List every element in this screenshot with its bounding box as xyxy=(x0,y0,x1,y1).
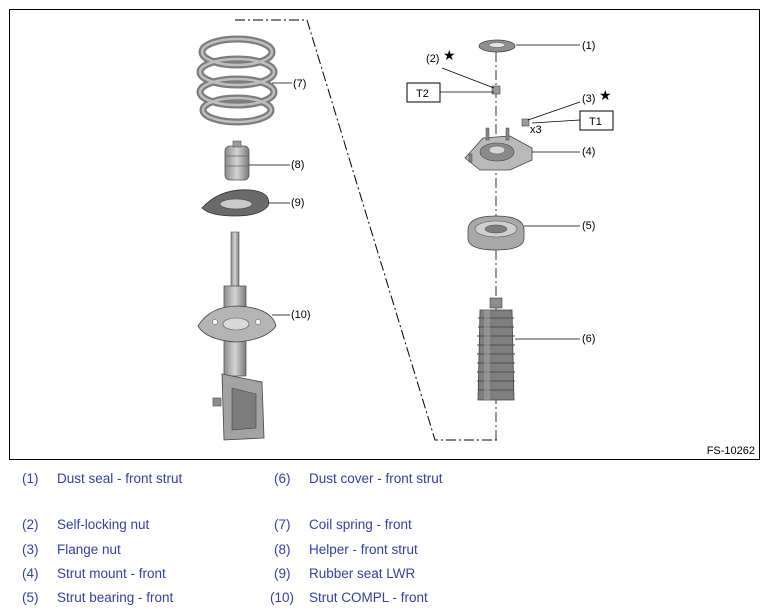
diagram-canvas: (7) (8) (9) (10) xyxy=(196,19,614,441)
legend-item-number: (4) xyxy=(22,566,39,581)
legend-item-number: (5) xyxy=(22,590,39,605)
strut-bearing xyxy=(467,215,525,251)
callout-7: (7) xyxy=(293,78,306,90)
legend-item-number: (2) xyxy=(22,517,39,532)
callout-2: (2) xyxy=(426,53,439,65)
exploded-diagram: (7) (8) (9) (10) xyxy=(9,9,760,460)
torque-box-t2 xyxy=(406,82,441,103)
legend-item-number: (7) xyxy=(274,517,291,532)
self-locking-nut xyxy=(491,85,501,95)
legend-item-label: Strut bearing - front xyxy=(57,590,174,605)
legend-item-label: Strut COMPL - front xyxy=(309,590,428,605)
callout-9: (9) xyxy=(291,197,304,209)
dust-seal xyxy=(478,39,516,53)
callout-10: (10) xyxy=(291,309,311,321)
legend-item-number: (9) xyxy=(274,566,291,581)
legend-item-number: (10) xyxy=(270,590,295,605)
strut-mount xyxy=(464,127,533,171)
torque-label-t1: T1 xyxy=(589,116,602,128)
callout-1: (1) xyxy=(582,40,595,52)
flange-nut xyxy=(521,118,530,127)
callout-3: (3) xyxy=(582,93,595,105)
legend-item-number: (3) xyxy=(22,542,39,557)
quantity-label: x3 xyxy=(530,124,542,136)
torque-box-t1 xyxy=(579,110,614,131)
leader-line-3 xyxy=(527,101,581,121)
legend-item-number: (8) xyxy=(274,542,291,557)
helper-bumper xyxy=(224,140,250,181)
legend-item-label: Helper - front strut xyxy=(309,542,418,557)
legend-item-label: Dust seal - front strut xyxy=(57,471,183,486)
rubber-seat xyxy=(201,189,269,217)
figure-id: FS-10262 xyxy=(706,445,755,457)
legend-item-label: Rubber seat LWR xyxy=(309,566,416,581)
legend-item-label: Coil spring - front xyxy=(309,517,412,532)
callout-6: (6) xyxy=(582,333,595,345)
legend-item-label: Dust cover - front strut xyxy=(309,471,443,486)
legend-item-number: (6) xyxy=(274,471,291,486)
callout-8: (8) xyxy=(291,159,304,171)
leader-line-2 xyxy=(441,67,495,89)
callout-4: (4) xyxy=(582,146,595,158)
legend-item-label: Self-locking nut xyxy=(57,517,150,532)
callout-5: (5) xyxy=(582,220,595,232)
star-icon-2: ★ xyxy=(443,48,456,64)
assembly-bracket-line xyxy=(235,19,498,441)
legend-item-number: (1) xyxy=(22,471,39,486)
torque-label-t2: T2 xyxy=(416,88,429,100)
legend-item-label: Strut mount - front xyxy=(57,566,166,581)
legend-item-label: Flange nut xyxy=(57,542,121,557)
dust-cover xyxy=(477,297,515,401)
leader-line-t1 xyxy=(531,119,581,124)
star-icon-3: ★ xyxy=(599,88,612,104)
strut-assembly xyxy=(197,231,277,441)
